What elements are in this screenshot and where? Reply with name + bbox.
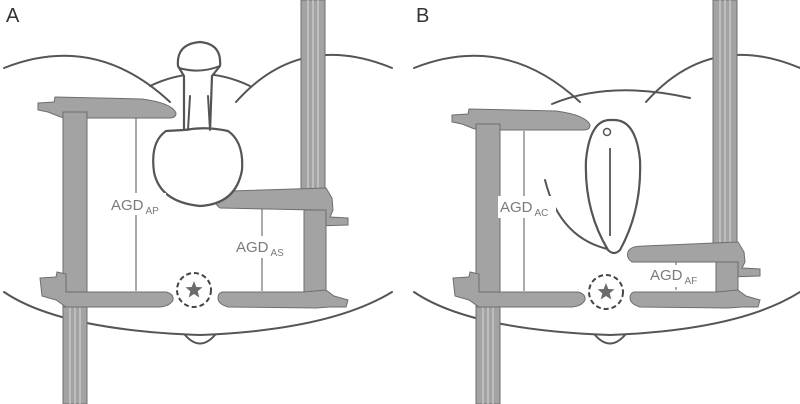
panel-b-left-caliper-bar	[475, 123, 501, 308]
panel-b-left-caliper-lower-jaw	[452, 271, 586, 308]
panel-b: B	[413, 0, 800, 404]
panel-b-right-caliper-upper-jaw	[627, 241, 761, 278]
panel-a-right-caliper-lower-jaw	[217, 289, 349, 309]
panel-a-left-caliper-bar	[62, 111, 88, 308]
panel-a-left-caliper-upper-jaw	[37, 96, 177, 119]
panel-a-letter: A	[6, 5, 20, 27]
panel-a-body-outline	[3, 53, 393, 345]
panel-a: A	[3, 0, 393, 404]
panel-b-caliper-rod-left	[475, 304, 501, 404]
panel-b-genitalia	[584, 118, 642, 255]
panel-a-genitalia	[152, 40, 244, 208]
panel-a-right-caliper-upper-jaw	[215, 187, 349, 227]
panel-a-caliper-rod-right	[300, 0, 326, 191]
panel-a-left-caliper-lower-jaw	[39, 271, 174, 308]
panel-b-letter: B	[416, 5, 429, 27]
panel-a-caliper-rod-left	[62, 304, 88, 404]
panel-b-left-caliper-upper-jaw	[451, 108, 591, 131]
panel-b-right-caliper-lower-jaw	[629, 289, 761, 309]
panel-b-anus-marker	[588, 274, 624, 310]
panel-a-anus-marker	[176, 272, 212, 308]
panel-b-caliper-rod-right	[712, 0, 738, 245]
